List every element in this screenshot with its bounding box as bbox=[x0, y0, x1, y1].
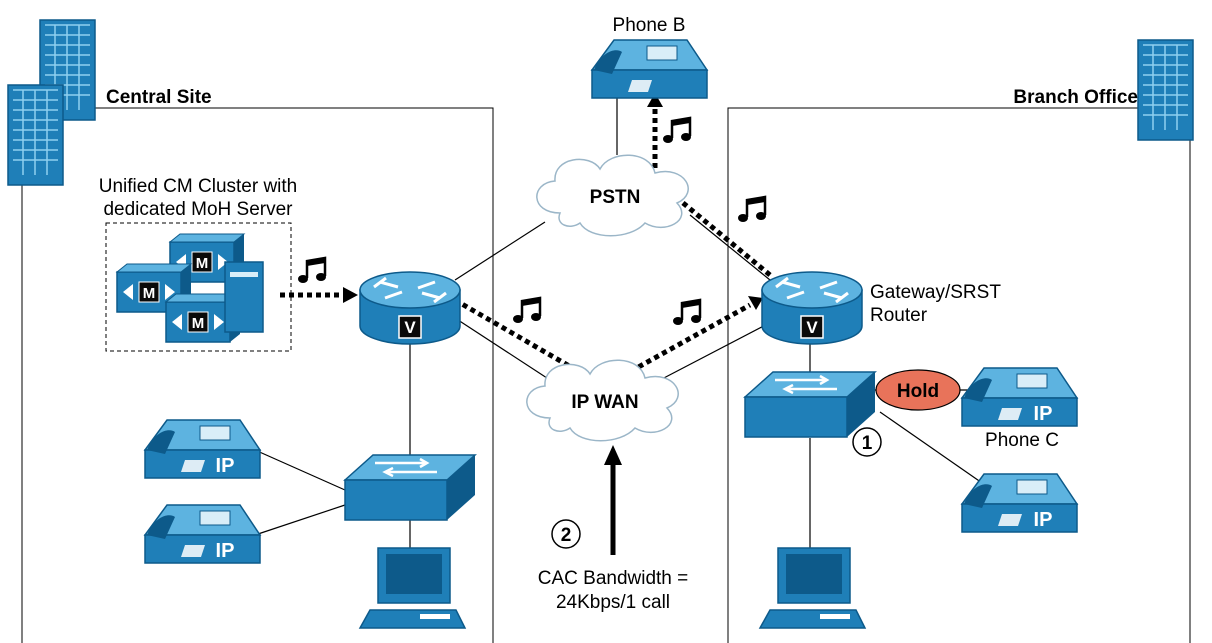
step-1-marker: 1 bbox=[852, 427, 882, 457]
svg-text:V: V bbox=[806, 318, 818, 337]
hold-badge: Hold bbox=[875, 369, 961, 411]
central-router-icon: V bbox=[358, 270, 462, 346]
cac-label-line2: 24Kbps/1 call bbox=[556, 592, 670, 613]
central-phone-1-icon: IP bbox=[144, 419, 261, 479]
branch-pc-icon bbox=[759, 547, 866, 629]
step-2-marker: 2 bbox=[551, 519, 581, 549]
svg-text:M: M bbox=[143, 285, 156, 302]
svg-text:IP: IP bbox=[216, 455, 235, 477]
moh-badge-icon: M M M bbox=[143, 255, 209, 332]
svg-text:V: V bbox=[404, 318, 416, 337]
branch-office-boundary bbox=[727, 107, 1191, 643]
branch-office-label: Branch Office bbox=[1013, 87, 1138, 108]
moh-stream-paths bbox=[280, 105, 772, 383]
phone-b-icon bbox=[591, 39, 708, 99]
central-phone-2-icon: IP bbox=[144, 504, 261, 564]
pstn-cloud: PSTN bbox=[536, 154, 689, 237]
music-note-icon bbox=[736, 195, 768, 224]
svg-text:M: M bbox=[196, 255, 209, 272]
central-building-icon bbox=[7, 19, 96, 186]
music-note-icon bbox=[671, 298, 703, 327]
ip-wan-cloud: IP WAN bbox=[526, 359, 679, 442]
cluster-box bbox=[105, 222, 292, 352]
svg-text:1: 1 bbox=[862, 433, 873, 454]
central-pc-icon bbox=[359, 547, 466, 629]
cac-label-line1: CAC Bandwidth = bbox=[538, 568, 689, 589]
phone-c-label: Phone C bbox=[985, 430, 1059, 451]
central-switch-icon bbox=[343, 453, 477, 522]
branch-building-icon bbox=[1137, 39, 1194, 141]
central-site-boundary bbox=[21, 107, 494, 643]
branch-phone-2-icon: IP bbox=[961, 473, 1078, 533]
svg-text:IP: IP bbox=[1034, 509, 1053, 531]
svg-text:IP: IP bbox=[1034, 403, 1053, 425]
svg-text:Hold: Hold bbox=[897, 381, 939, 402]
pstn-label: PSTN bbox=[590, 187, 641, 208]
gateway-router-icon: V bbox=[760, 270, 864, 346]
unified-cm-servers bbox=[116, 233, 264, 343]
branch-switch-icon bbox=[743, 370, 877, 439]
gateway-label-line2: Router bbox=[870, 305, 928, 326]
cac-arrowhead bbox=[604, 445, 622, 465]
svg-text:M: M bbox=[192, 315, 205, 332]
cluster-label-line1: Unified CM Cluster with bbox=[99, 176, 298, 197]
central-site-label: Central Site bbox=[106, 87, 212, 108]
music-note-icon bbox=[661, 116, 693, 145]
music-note-icon bbox=[296, 256, 328, 285]
cluster-label-line2: dedicated MoH Server bbox=[103, 199, 293, 220]
music-note-icon bbox=[511, 296, 543, 325]
svg-text:IP: IP bbox=[216, 540, 235, 562]
ip-wan-label: IP WAN bbox=[571, 392, 638, 413]
phone-c-icon: IP bbox=[961, 367, 1078, 427]
gateway-label-line1: Gateway/SRST bbox=[870, 282, 1001, 303]
svg-text:2: 2 bbox=[561, 525, 572, 546]
phone-b-label: Phone B bbox=[613, 15, 686, 36]
